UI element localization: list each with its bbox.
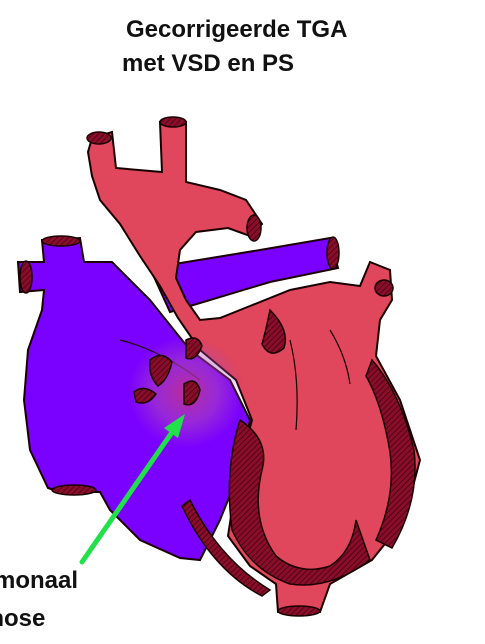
pulmonary-stenosis-label: monaal enose <box>0 562 78 638</box>
label-line-1: monaal <box>0 562 78 600</box>
label-line-2: enose <box>0 600 78 638</box>
vsd-region <box>128 336 244 448</box>
